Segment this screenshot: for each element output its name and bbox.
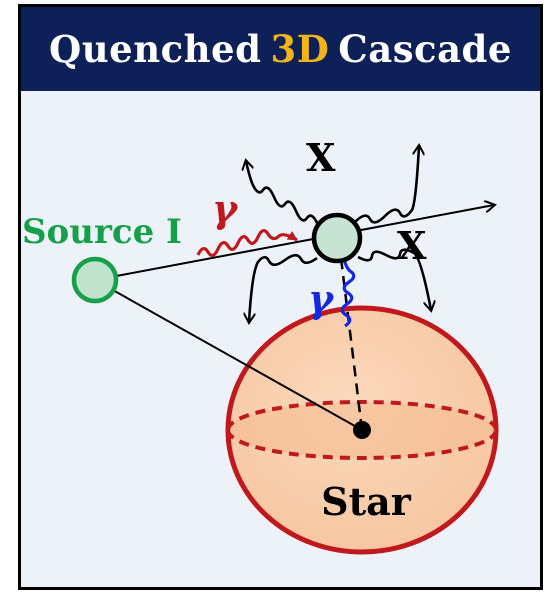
x-label-right: X: [397, 223, 427, 268]
title-word-3d: 3D: [270, 27, 330, 71]
star-label: Star: [321, 479, 412, 524]
cascade-arrow-down-left: [249, 253, 318, 322]
star-equator-front: [226, 429, 498, 460]
interaction-region: [311, 212, 363, 264]
title-word-quenched: Quenched: [49, 27, 262, 71]
cascade-arrow-up-right: [354, 146, 419, 224]
source-label: Source I: [22, 212, 182, 252]
line-of-sight-arrow: [94, 205, 494, 281]
cascade-arrow-down-right: [357, 248, 431, 310]
stellar-gamma-label: γ: [308, 276, 335, 321]
cascade-arrow-up-left: [246, 161, 320, 226]
source-circle: [71, 256, 119, 304]
title-banner: Quenched 3D Cascade: [21, 7, 540, 91]
incoming-gamma-label: γ: [212, 186, 239, 231]
x-label-top: X: [306, 135, 336, 180]
star-equator-dashed: [226, 400, 498, 431]
title-word-cascade: Cascade: [338, 27, 512, 71]
incoming-gamma-ray: [196, 229, 298, 257]
cascade-emission-arrows: [246, 146, 431, 322]
source-to-star-line: [94, 279, 363, 431]
stellar-gamma-ray: [337, 243, 356, 328]
